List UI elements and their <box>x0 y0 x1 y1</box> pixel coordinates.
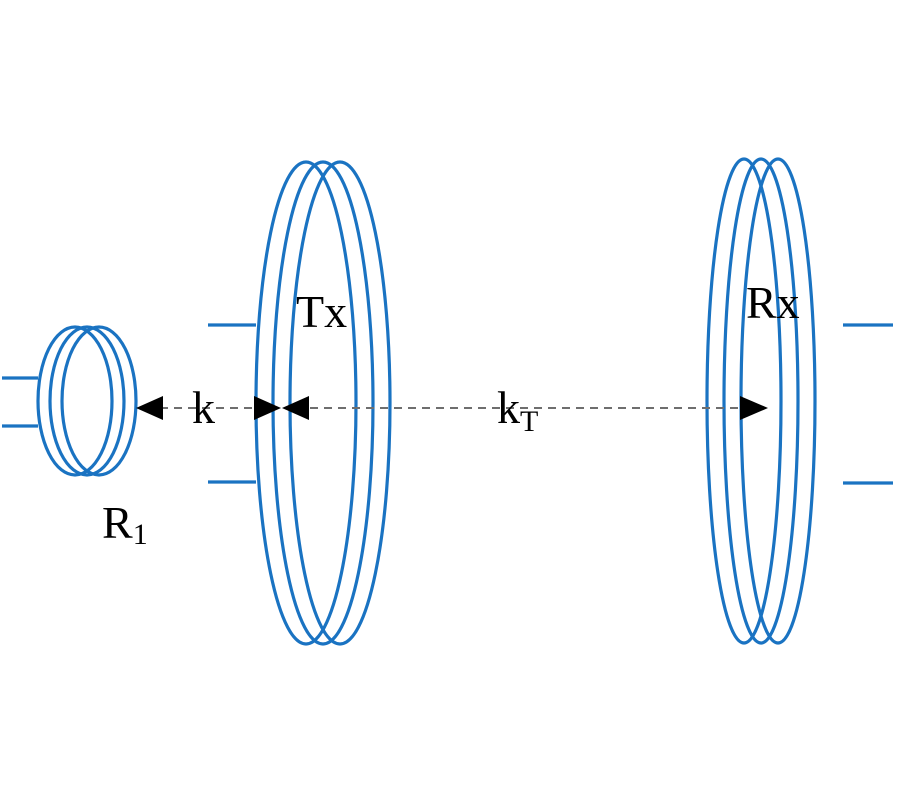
r1-coil-turn <box>48 325 126 477</box>
r1-coil-turn <box>36 325 114 477</box>
label-k: k <box>192 382 215 433</box>
label-rx: Rx <box>746 277 800 328</box>
arrowhead-kt-right <box>740 396 768 420</box>
tx-coil-turn <box>271 160 375 646</box>
arrowhead-k-left <box>136 396 163 420</box>
label-kt-main: k <box>497 382 520 433</box>
arrowhead-k-right <box>254 396 281 420</box>
label-kt-sub: T <box>520 405 538 438</box>
arrowhead-kt-left <box>282 396 309 420</box>
rx-coil-turn <box>705 157 783 645</box>
rx-coil-turn <box>722 157 800 645</box>
rx-coil <box>705 157 893 645</box>
rx-coil-turn <box>739 157 817 645</box>
label-r1: R1 <box>102 497 148 551</box>
label-tx: Tx <box>296 286 347 337</box>
label-r1-main: R <box>102 497 133 548</box>
label-r1-sub: 1 <box>133 518 148 551</box>
label-kt: kT <box>497 382 538 438</box>
tx-coil-turn <box>288 160 392 646</box>
r1-coil-turn <box>60 325 138 477</box>
r1-coil <box>2 325 138 477</box>
